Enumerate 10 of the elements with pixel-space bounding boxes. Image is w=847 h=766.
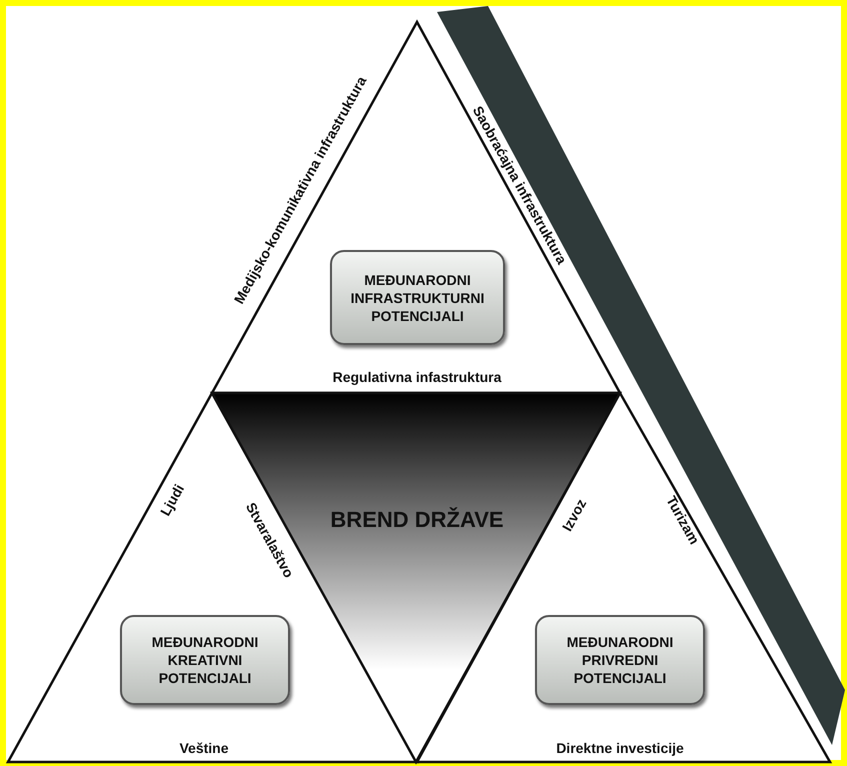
box-title: MEĐUNARODNI INFRASTRUKTURNI POTENCIJALI <box>350 270 485 324</box>
base-label: Veštine <box>179 740 229 756</box>
rounded-box <box>535 615 705 705</box>
rounded-box <box>330 250 505 345</box>
box-title: MEĐUNARODNI KREATIVNI POTENCIJALI <box>150 633 260 687</box>
rounded-box <box>120 615 290 705</box>
center-title: BREND DRŽAVE <box>330 507 504 533</box>
base-label: Regulativna infastruktura <box>332 369 502 385</box>
box-title: MEĐUNARODNI PRIVREDNI POTENCIJALI <box>566 633 674 687</box>
base-label: Direktne investicije <box>556 740 684 756</box>
